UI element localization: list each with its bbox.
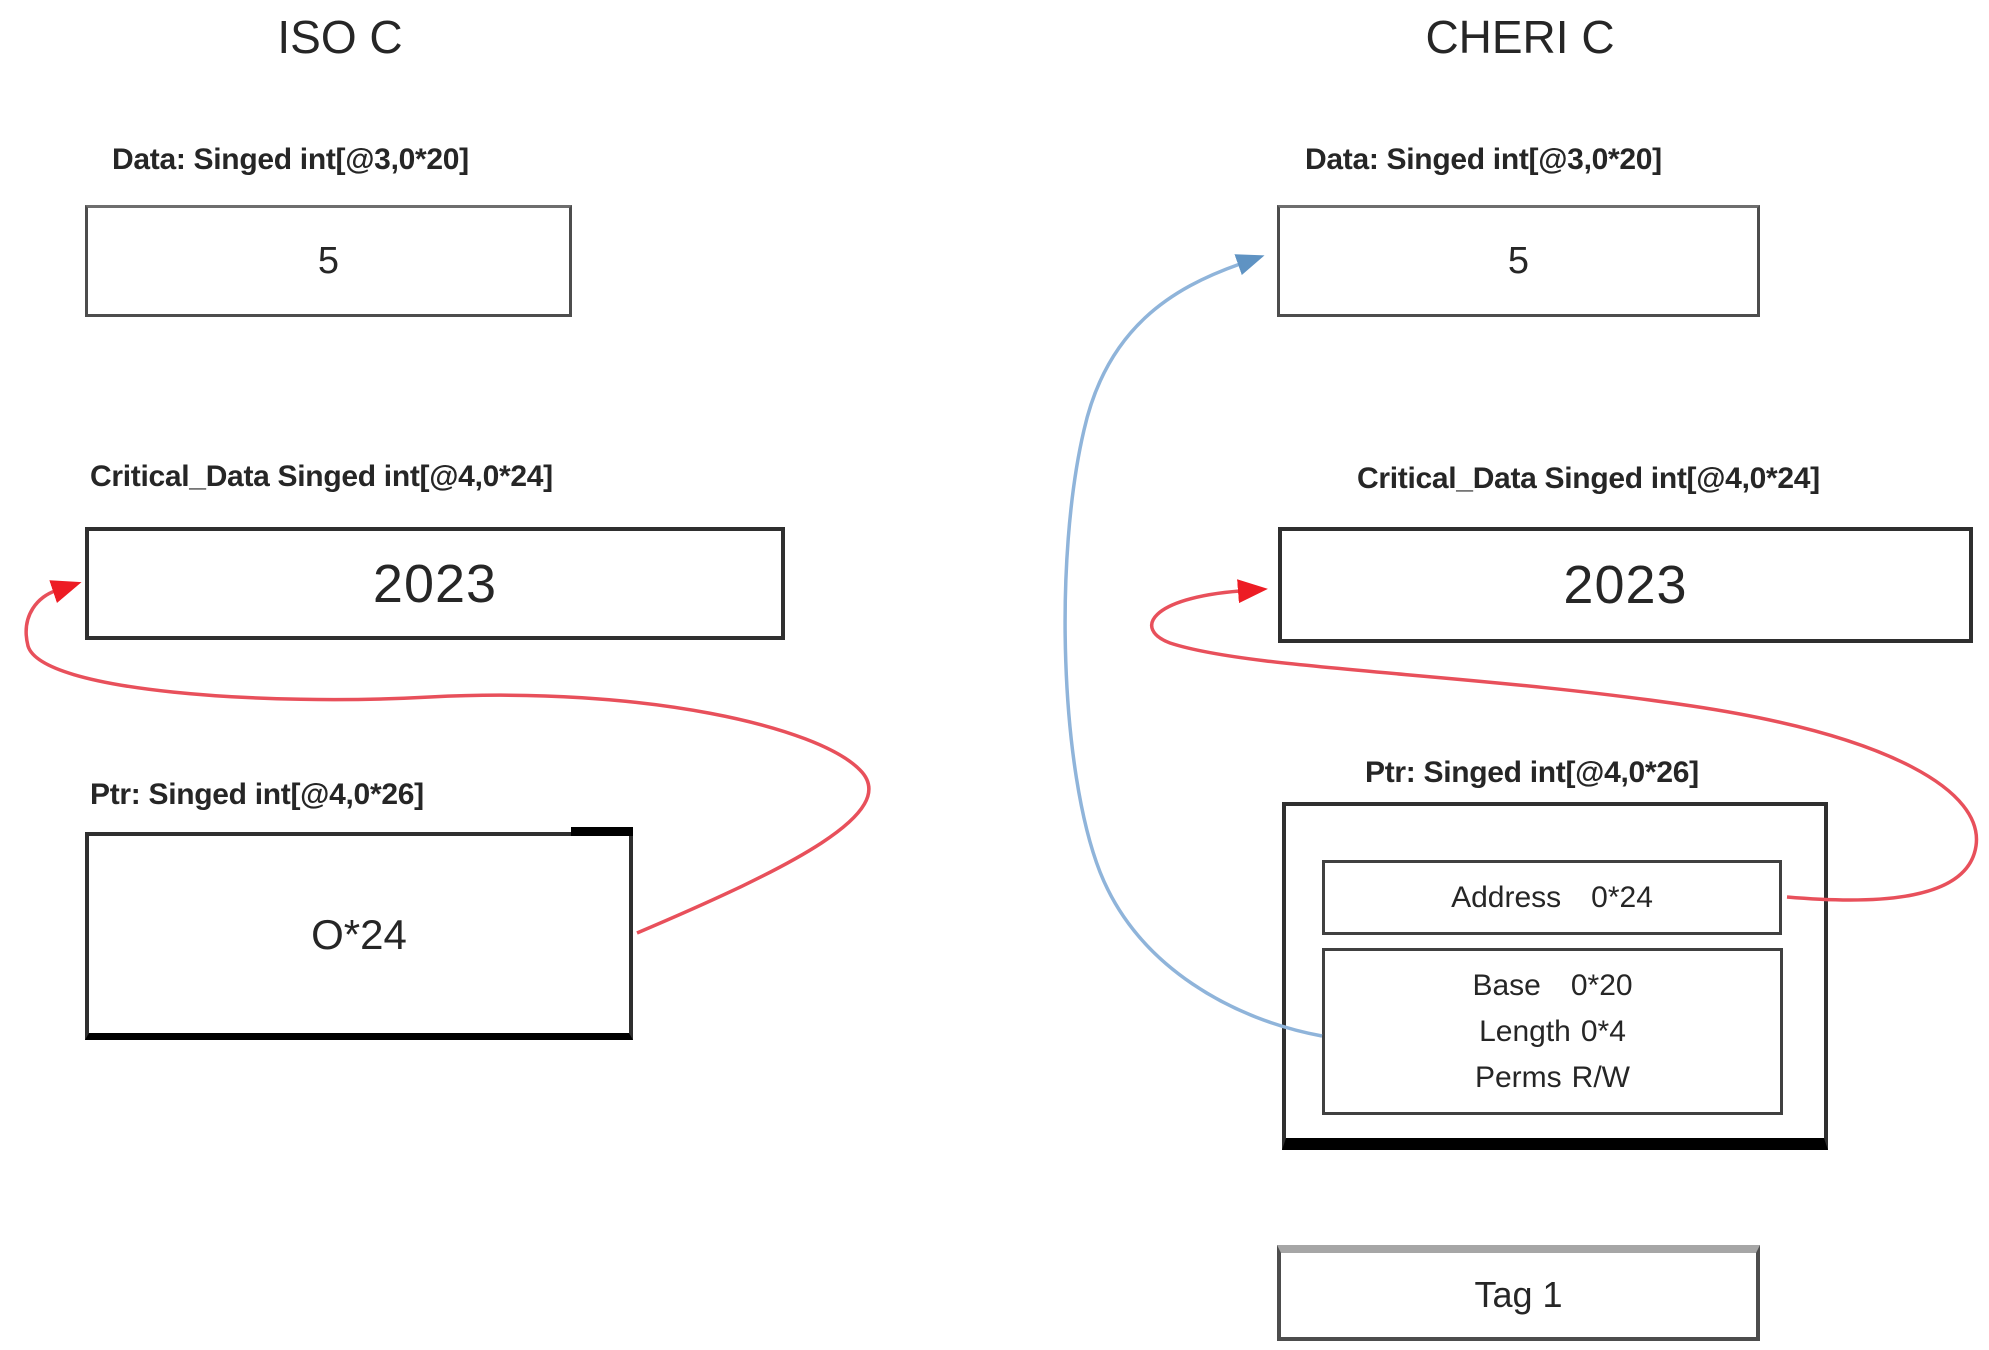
cheri-critical-data-box: 2023 (1278, 527, 1973, 643)
cheri-length-value: 0*4 (1580, 1014, 1626, 1048)
iso-ptr-box: O*24 (85, 832, 633, 1040)
cheri-address-field-box: Address 0*24 (1322, 860, 1782, 935)
iso-ptr-box-shadow-notch (571, 827, 633, 836)
cheri-c-title: CHERI C (1425, 11, 1615, 63)
cheri-length-row: Length 0*4 (1325, 1009, 1780, 1055)
iso-data-value: 5 (317, 239, 340, 282)
cheri-tag-box: Tag 1 (1277, 1245, 1760, 1341)
cheri-base-value: 0*20 (1570, 968, 1633, 1002)
iso-critical-data-label: Critical_Data Singed int[@4,0*24] (90, 460, 553, 493)
iso-ptr-label: Ptr: Singed int[@4,0*26] (90, 778, 424, 811)
cheri-perms-label: Perms (1474, 1060, 1562, 1094)
iso-c-title: ISO C (277, 11, 403, 63)
cheri-address-label: Address (1451, 880, 1562, 914)
iso-critical-data-value: 2023 (372, 553, 498, 614)
cheri-ptr-label: Ptr: Singed int[@4,0*26] (1365, 756, 1699, 789)
cheri-address-value: 0*24 (1591, 880, 1653, 914)
cheri-base-row: Base 0*20 (1325, 963, 1780, 1009)
cheri-data-box: 5 (1277, 205, 1760, 317)
cheri-perms-value: R/W (1571, 1060, 1630, 1094)
cheri-data-label: Data: Singed int[@3,0*20] (1305, 143, 1662, 176)
cheri-tag-value: Tag 1 (1474, 1274, 1563, 1315)
cheri-bounds-field-box: Base 0*20 Length 0*4 Perms R/W (1322, 948, 1783, 1115)
cheri-base-label: Base (1472, 968, 1541, 1002)
cheri-data-value: 5 (1507, 239, 1530, 282)
cheri-critical-data-label: Critical_Data Singed int[@4,0*24] (1357, 462, 1820, 495)
iso-critical-data-box: 2023 (85, 527, 785, 640)
cheri-perms-row: Perms R/W (1325, 1055, 1780, 1101)
iso-data-box: 5 (85, 205, 572, 317)
iso-ptr-value: O*24 (311, 910, 407, 958)
cheri-critical-data-value: 2023 (1563, 555, 1688, 615)
iso-data-label: Data: Singed int[@3,0*20] (112, 143, 469, 176)
cheri-length-label: Length (1479, 1014, 1571, 1048)
